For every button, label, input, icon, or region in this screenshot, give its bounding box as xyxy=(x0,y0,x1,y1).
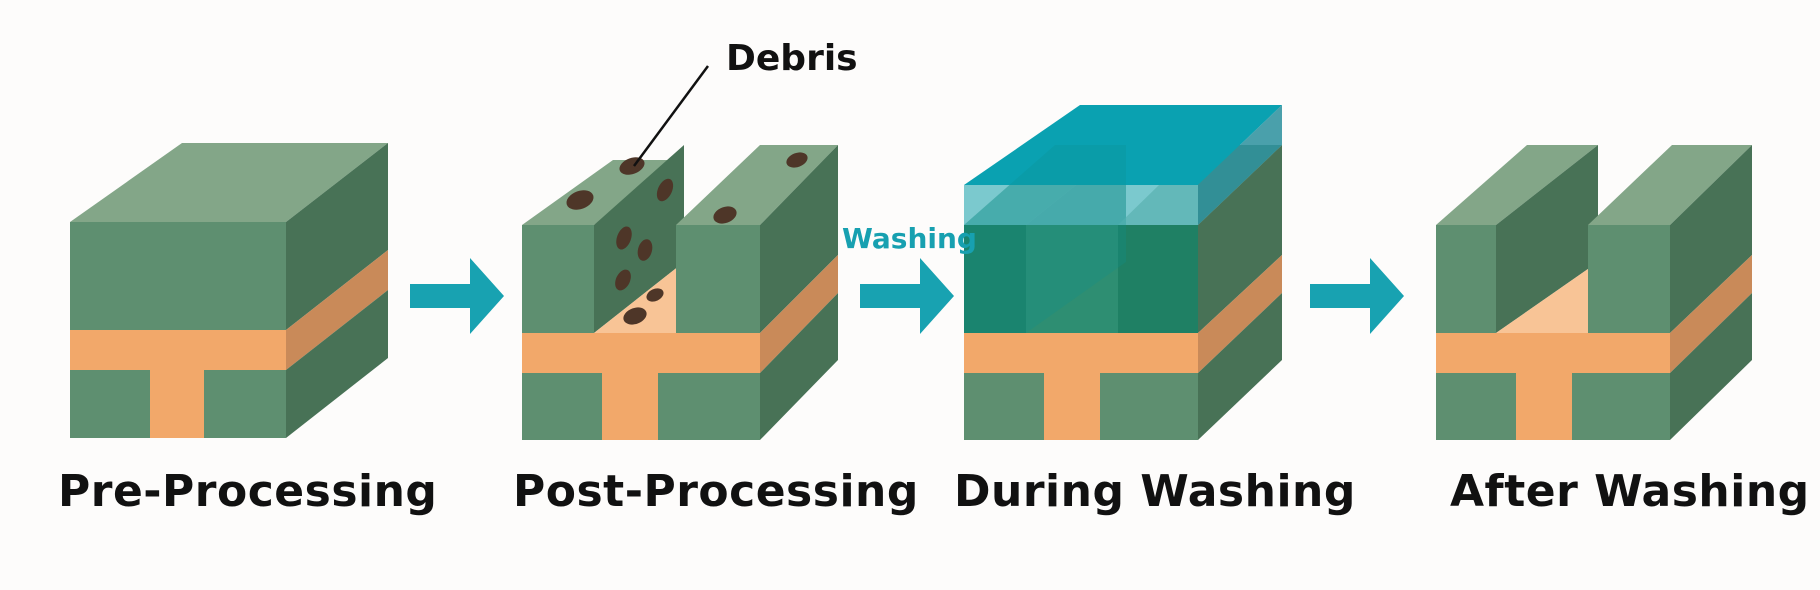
arrow-right-icon xyxy=(1310,258,1404,334)
washing-label: Washing xyxy=(842,222,977,255)
after-washing-block xyxy=(1436,145,1752,440)
stage-label-post-processing: Post-Processing xyxy=(513,466,919,517)
pre-processing-block xyxy=(70,143,388,438)
during-washing-block xyxy=(964,105,1282,440)
post-processing-block xyxy=(522,65,838,440)
stage-label-pre-processing: Pre-Processing xyxy=(58,466,438,517)
debris-label: Debris xyxy=(726,38,858,79)
arrow-right-icon xyxy=(410,258,504,334)
stage-label-after-washing: After Washing xyxy=(1450,466,1810,517)
debris-particles xyxy=(566,152,808,325)
debris-leader-line xyxy=(632,65,710,167)
arrow-right-icon xyxy=(860,258,954,334)
stage-label-during-washing: During Washing xyxy=(954,466,1356,517)
